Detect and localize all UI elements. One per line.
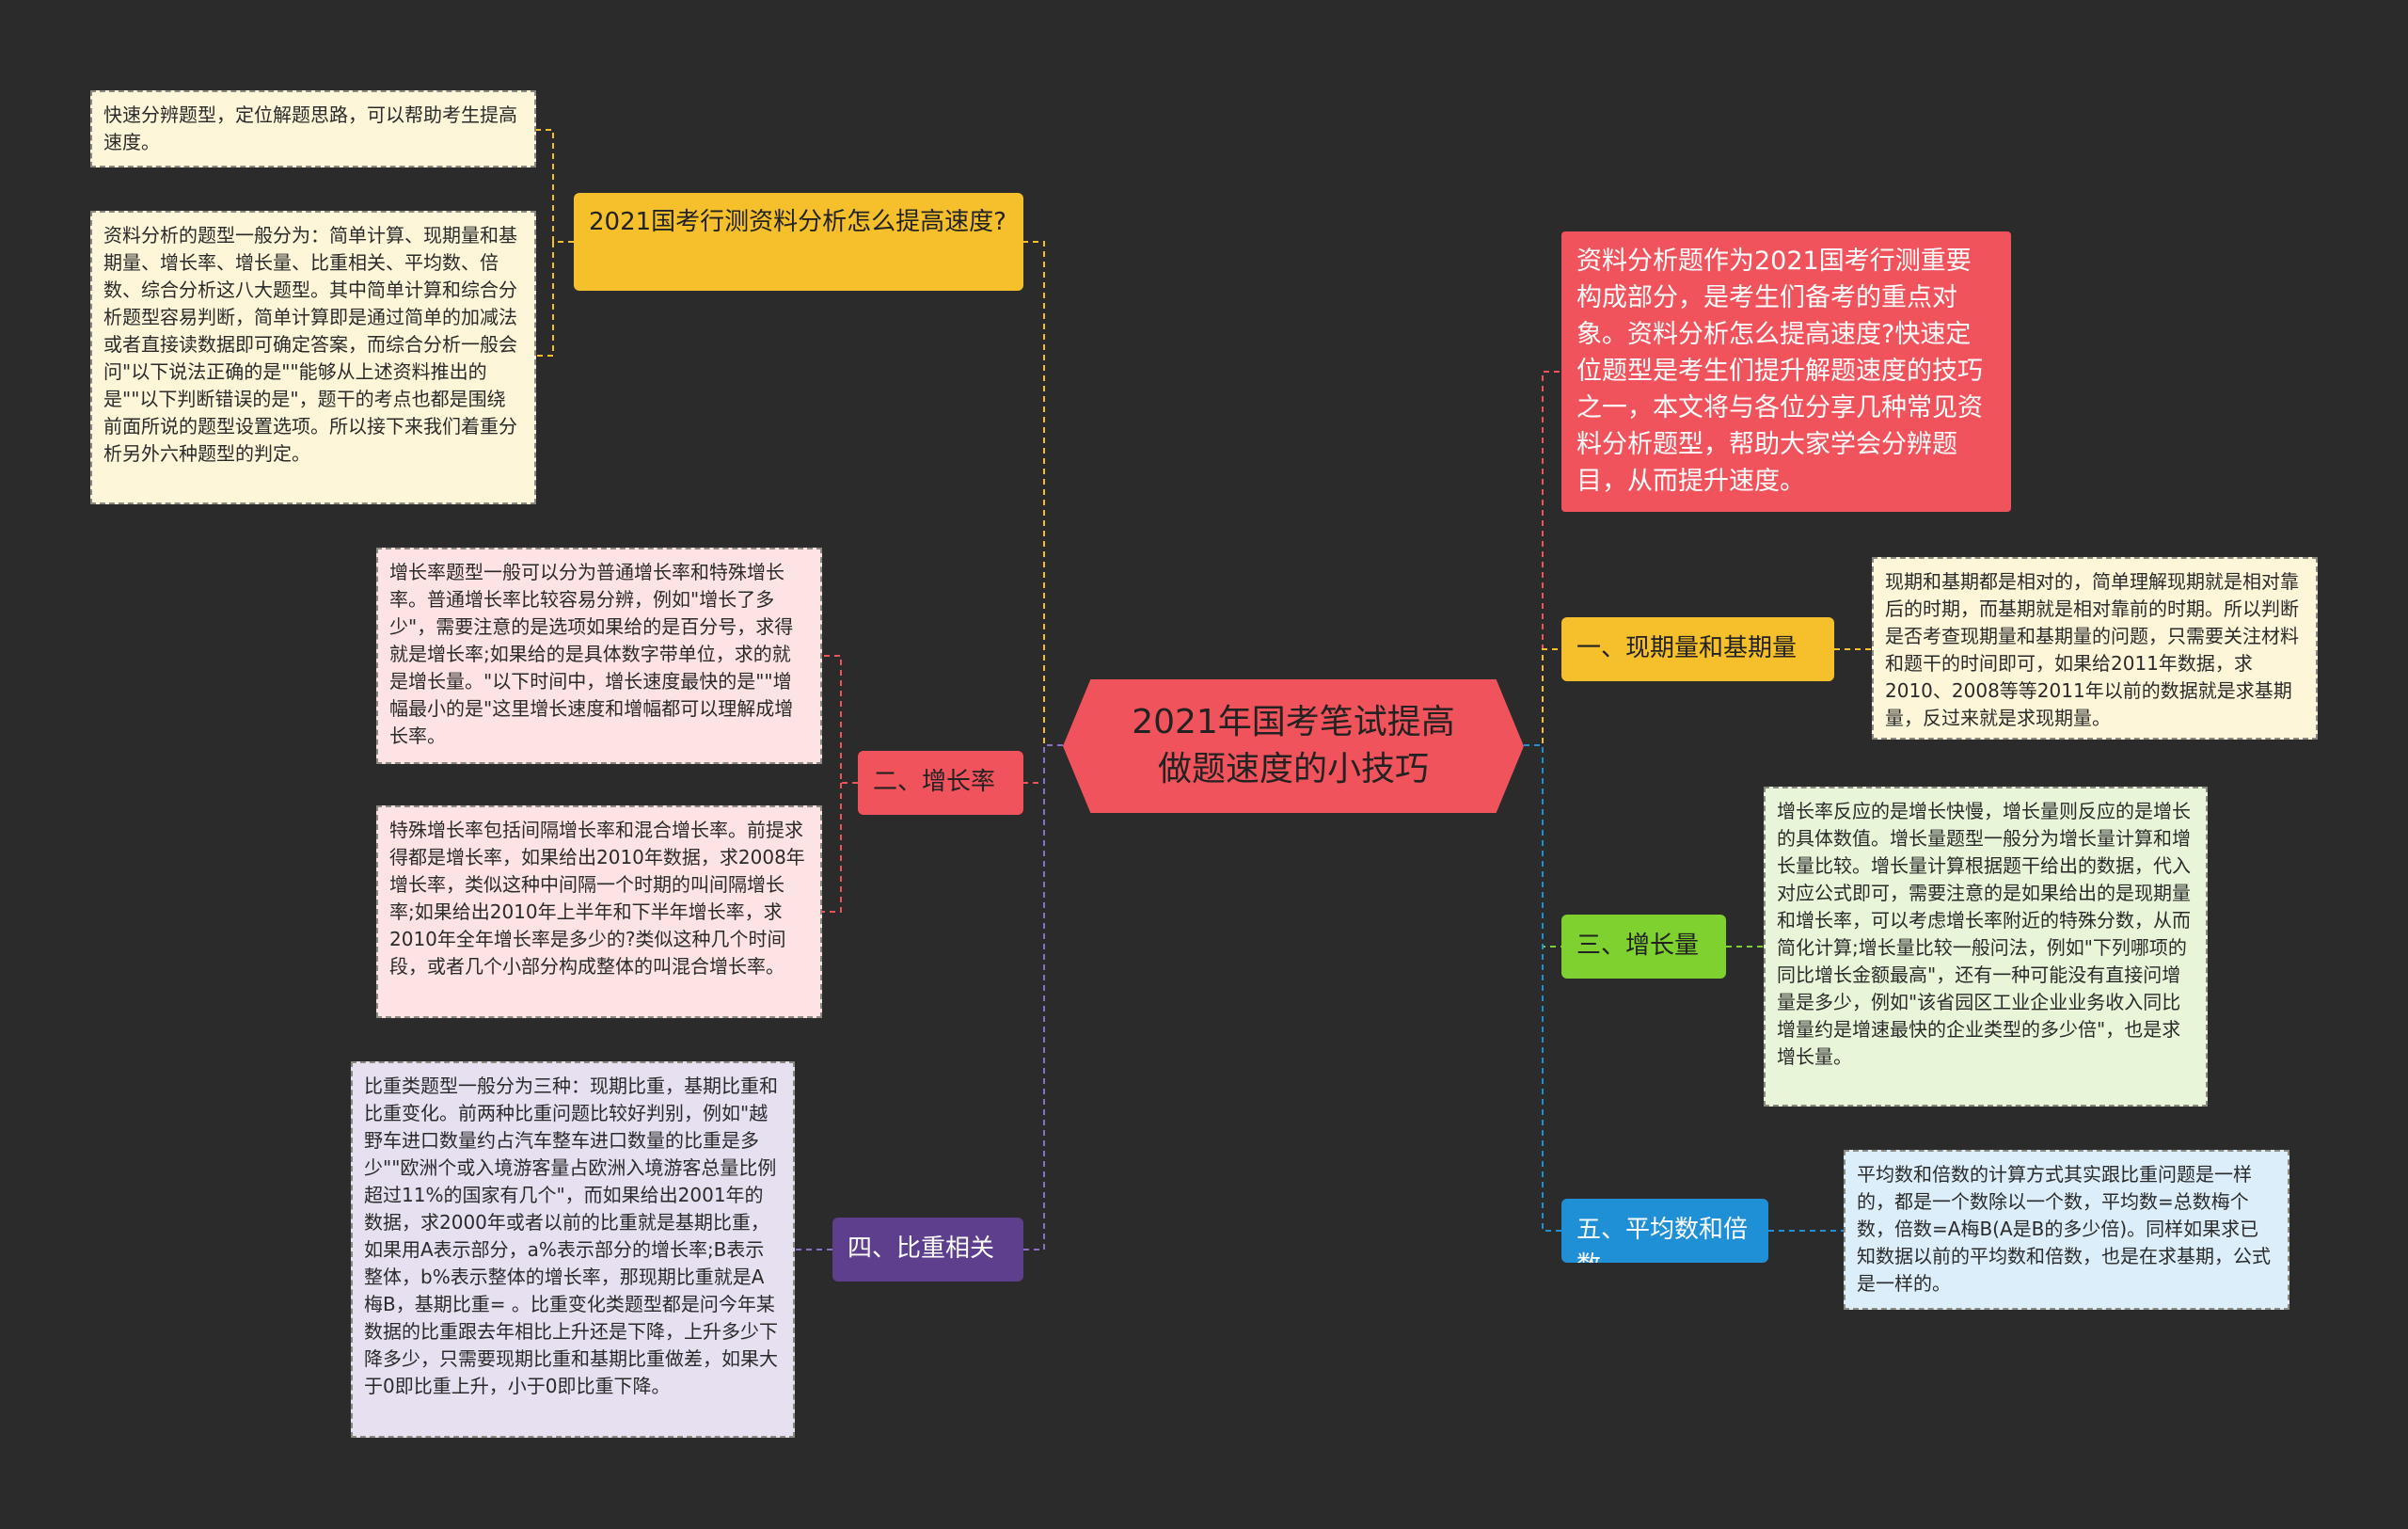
note-average-1: 平均数和倍数的计算方式其实跟比重问题是一样的，都是一个数除以一个数，平均数=总数… [1844,1150,2289,1310]
note-proportion-1: 比重类题型一般分为三种：现期比重，基期比重和比重变化。前两种比重问题比较好判别，… [351,1061,795,1438]
note-current-base-1: 现期和基期都是相对的，简单理解现期就是相对靠后的时期，而基期就是相对靠前的时期。… [1872,557,2318,740]
note-speed-1: 快速分辨题型，定位解题思路，可以帮助考生提高速度。 [90,90,536,167]
branch-growth-rate-label: 二、增长率 [873,768,996,796]
central-topic[interactable]: 2021年国考笔试提高做题速度的小技巧 [1063,679,1524,813]
note-growth-rate-2: 特殊增长率包括间隔增长率和混合增长率。前提求得都是增长率，如果给出2010年数据… [376,805,822,1018]
note-growth-amount-1: 增长率反应的是增长快慢，增长量则反应的是增长的具体数值。增长量题型一般分为增长量… [1764,787,2208,1107]
link-growth-rate-notes [822,655,858,913]
note-growth-rate-1: 增长率题型一般可以分为普通增长率和特殊增长率。普通增长率比较容易分辨，例如"增长… [376,548,822,764]
central-title: 2021年国考笔试提高做题速度的小技巧 [1132,703,1455,788]
branch-average[interactable]: 五、平均数和倍数 [1561,1199,1768,1263]
branch-speed-label: 2021国考行测资料分析怎么提高速度? [589,208,1006,236]
branch-growth-amount[interactable]: 三、增长量 [1561,915,1726,979]
note-speed-2: 资料分析的题型一般分为：简单计算、现期量和基期量、增长率、增长量、比重相关、平均… [90,211,536,504]
branch-speed[interactable]: 2021国考行测资料分析怎么提高速度? [574,193,1023,291]
intro-text: 资料分析题作为2021国考行测重要构成部分，是考生们备考的重点对象。资料分析怎么… [1576,247,1983,496]
link-center-growth-rate [1023,744,1063,784]
link-center-current-base [1524,648,1561,746]
branch-current-base[interactable]: 一、现期量和基期量 [1561,617,1834,681]
link-center-speed [1023,241,1063,746]
link-speed-notes [536,129,574,357]
branch-growth-amount-label: 三、增长量 [1576,932,1700,960]
branch-growth-rate[interactable]: 二、增长率 [858,751,1023,815]
intro-text-box: 资料分析题作为2021国考行测重要构成部分，是考生们备考的重点对象。资料分析怎么… [1561,231,2011,512]
branch-proportion-label: 四、比重相关 [848,1234,995,1263]
branch-average-label: 五、平均数和倍数 [1576,1216,1749,1263]
link-center-average [1524,744,1561,1232]
branch-proportion[interactable]: 四、比重相关 [832,1218,1023,1282]
branch-current-base-label: 一、现期量和基期量 [1576,634,1798,662]
link-center-proportion [1023,744,1063,1250]
